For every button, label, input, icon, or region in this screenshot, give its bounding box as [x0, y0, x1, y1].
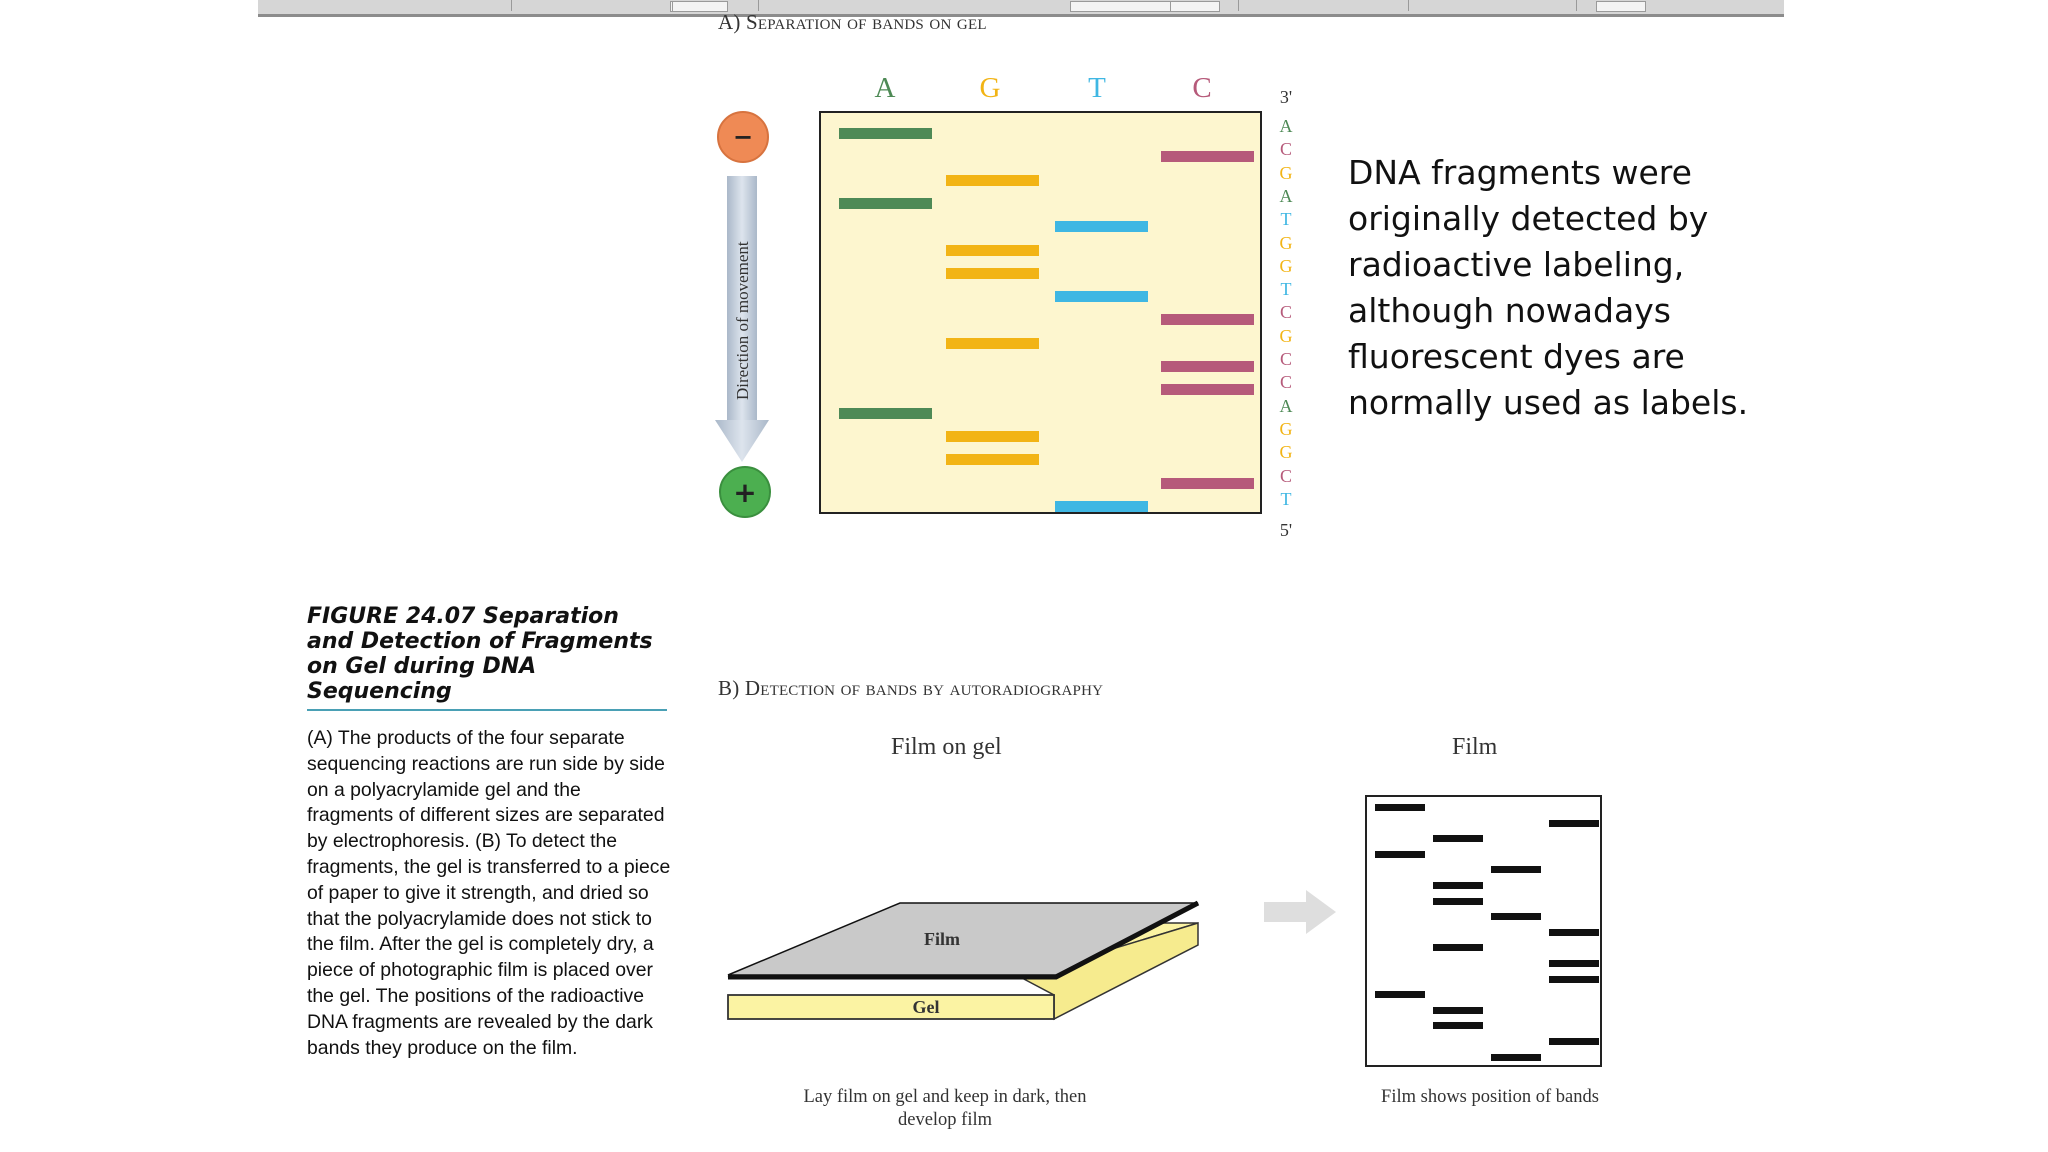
direction-label: Direction of movement: [733, 241, 752, 400]
gel-band-a: [839, 197, 932, 209]
figure-title: FIGURE 24.07 Separation and Detection of…: [307, 604, 653, 704]
minus-sign: −: [733, 123, 753, 151]
sequence-base: C: [1279, 372, 1292, 393]
sequence-base: C: [1279, 465, 1292, 486]
gel-band-c: [1161, 314, 1254, 326]
sequence-base: T: [1280, 209, 1292, 230]
film-layer-label: Film: [924, 929, 960, 949]
film-band: [1491, 913, 1541, 921]
gel-band-g: [946, 244, 1039, 256]
section-a-title: A) Separation of bands on gel: [718, 10, 987, 34]
film-band: [1375, 804, 1425, 811]
sequence-base: C: [1279, 302, 1292, 323]
window-toolbar: [258, 0, 1784, 17]
film-band: [1433, 882, 1483, 889]
film-band: [1375, 991, 1425, 999]
film-band: [1433, 944, 1483, 952]
film-band: [1491, 1053, 1541, 1061]
film-band: [1549, 928, 1599, 936]
developed-film: [1365, 795, 1602, 1067]
strand-3prime-label: 3': [1279, 87, 1293, 107]
toolbar-separator: [1576, 0, 1577, 11]
toolbar-field[interactable]: [672, 1, 728, 12]
sequence-base: G: [1279, 255, 1293, 276]
toolbar-dropdown[interactable]: [1170, 1, 1220, 12]
toolbar-field[interactable]: [1070, 1, 1172, 12]
transfer-arrow-icon: [1264, 890, 1336, 934]
film-band: [1433, 835, 1483, 843]
gel-band-t: [1055, 291, 1148, 303]
film-band: [1549, 975, 1599, 983]
film-band: [1375, 850, 1425, 858]
gel-band-c: [1161, 361, 1254, 372]
toolbar-separator: [1408, 0, 1409, 11]
toolbar-separator: [758, 0, 759, 11]
caption-lay-film: Lay film on gel and keep in dark, then d…: [803, 1087, 1087, 1130]
gel-layer-side: [1018, 921, 1199, 1021]
sequence-base: C: [1279, 139, 1292, 160]
sequence-base: T: [1280, 488, 1292, 509]
film-on-gel-illustration: Film Gel: [727, 900, 1200, 1021]
sequence-base: A: [1279, 116, 1293, 136]
gel-band-c: [1161, 384, 1254, 396]
film-band: [1491, 866, 1541, 874]
description-text: DNA fragments were originally detected b…: [1348, 153, 1749, 422]
gel-band-g: [946, 267, 1039, 279]
sequence-base: G: [1279, 325, 1293, 346]
film-band: [1549, 1038, 1599, 1045]
minus-electrode-icon: [717, 111, 769, 163]
electrophoresis-direction: − Direction of movement +: [715, 111, 771, 518]
gel-band-g: [946, 174, 1039, 186]
sequence-base: G: [1279, 232, 1293, 253]
direction-arrow-shaft: [727, 176, 757, 420]
toolbar-separator: [1238, 0, 1239, 11]
gel-band-g: [946, 430, 1039, 442]
gel-band-a: [839, 128, 932, 139]
film-band: [1433, 1022, 1483, 1030]
film-band: [1549, 960, 1599, 967]
film-band: [1433, 897, 1483, 905]
gel-band-g: [946, 337, 1039, 349]
gel-band-c: [1161, 477, 1254, 489]
plus-sign: +: [733, 476, 756, 509]
toolbar-button[interactable]: [1596, 1, 1646, 12]
sequence-base: A: [1279, 185, 1293, 206]
gel-band-a: [839, 407, 932, 419]
figure-title-divider: [307, 709, 667, 711]
film-on-gel-label: Film on gel: [891, 734, 1002, 760]
film-band: [1433, 1006, 1483, 1014]
gel-layer-label: Gel: [913, 997, 940, 1017]
figure-body: (A) The products of the four separate se…: [307, 727, 671, 1059]
lane-label-t: T: [1088, 72, 1106, 104]
sequencing-gel: [819, 111, 1262, 514]
gel-layer-front: [727, 994, 1055, 1020]
film-layer-edge: [728, 900, 1200, 980]
gel-band-t: [1055, 500, 1148, 512]
sequence-base: T: [1280, 279, 1292, 300]
section-b-title: B) Detection of bands by autoradiography: [718, 676, 1104, 700]
sequence-base: G: [1279, 162, 1293, 183]
sequence-base: G: [1279, 418, 1293, 439]
gel-band-c: [1161, 151, 1254, 163]
film-label: Film: [1452, 734, 1498, 760]
gel-band-t: [1055, 221, 1148, 233]
sequence-base: A: [1279, 395, 1293, 416]
sequence-base: C: [1279, 349, 1292, 369]
direction-arrow-head-icon: [715, 420, 769, 462]
lane-label-c: C: [1192, 72, 1212, 104]
sequence-base: G: [1279, 442, 1293, 463]
gel-band-g: [946, 454, 1039, 466]
caption-film-shows: Film shows position of bands: [1381, 1087, 1599, 1107]
lane-label-g: G: [979, 72, 1001, 104]
strand-5prime-label: 5': [1279, 520, 1293, 540]
film-band: [1549, 819, 1599, 827]
lane-label-a: A: [874, 72, 896, 104]
plus-electrode-icon: [719, 466, 771, 518]
toolbar-separator: [511, 0, 512, 11]
